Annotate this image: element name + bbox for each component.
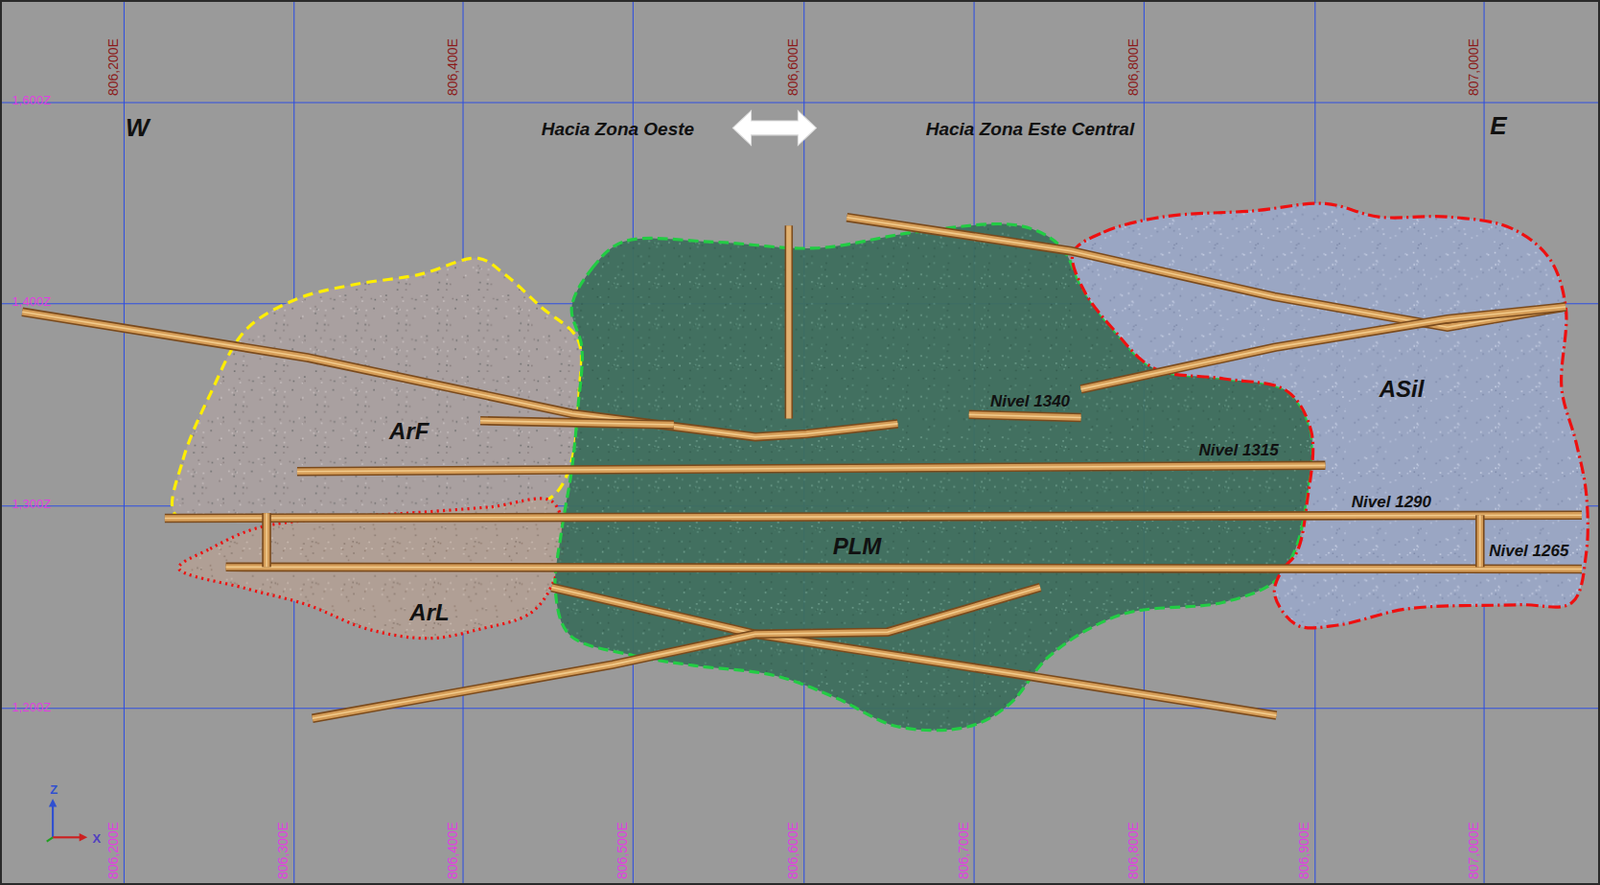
region-shape [172, 257, 582, 519]
unit-label: ArL [409, 599, 449, 627]
unit-label: ASil [1379, 375, 1425, 403]
axis-triad [46, 798, 88, 842]
tunnel [846, 217, 1566, 327]
compass-letter: W [125, 114, 150, 142]
grid-line [1, 707, 1599, 709]
easting-label: 806,600E [786, 821, 801, 880]
elevation-label: 1,600Z [12, 93, 51, 108]
tunnel [266, 512, 268, 567]
level-label: Nivel 1340 [990, 393, 1070, 412]
easting-label: 806,500E [615, 821, 630, 880]
rock-unit-region: ArF [168, 252, 585, 522]
level-label: Nivel 1315 [1199, 441, 1279, 461]
tunnel [1081, 306, 1566, 390]
double-arrow [732, 110, 816, 145]
tunnel [480, 420, 674, 425]
raise [786, 225, 791, 418]
easting-label: 806,600E [786, 38, 801, 96]
tunnel [164, 514, 1582, 518]
tunnel [312, 587, 1041, 719]
easting-label: 806,800E [1126, 821, 1141, 880]
axis-letter: X [92, 832, 101, 846]
easting-label: 806,700E [956, 821, 972, 880]
easting-label: 807,000E [1466, 821, 1482, 880]
easting-label: 806,400E [445, 38, 461, 96]
elevation-label: 1,400Z [12, 295, 51, 309]
tunnel [1479, 514, 1481, 567]
tunnel [22, 311, 898, 437]
compass-letter: E [1489, 112, 1507, 140]
tunnel [969, 414, 1082, 418]
unit-label: ArF [389, 417, 429, 445]
level-label: Nivel 1265 [1488, 542, 1569, 561]
elevation-label: 1,200Z [12, 700, 51, 715]
easting-label: 807,000E [1466, 38, 1482, 96]
easting-label: 806,200E [106, 38, 121, 96]
raise [785, 225, 793, 418]
direction-note: Hacia Zona Este Central [926, 119, 1136, 140]
tunnel [226, 566, 1582, 569]
elevation-label: 1,300Z [12, 497, 51, 511]
tunnel [297, 464, 1325, 471]
region-outline [168, 252, 585, 522]
level-label: Nivel 1290 [1351, 493, 1432, 512]
easting-label: 806,200E [106, 821, 121, 880]
direction-note: Hacia Zona Oeste [541, 119, 695, 140]
easting-label: 806,400E [445, 821, 461, 880]
grid-line [123, 1, 125, 883]
easting-label: 806,300E [276, 821, 291, 880]
easting-label: 806,800E [1126, 38, 1141, 96]
unit-label: PLM [833, 533, 882, 560]
grid-line [1, 101, 1599, 103]
axis-letter: Z [49, 783, 58, 797]
easting-label: 806,900E [1297, 821, 1312, 880]
